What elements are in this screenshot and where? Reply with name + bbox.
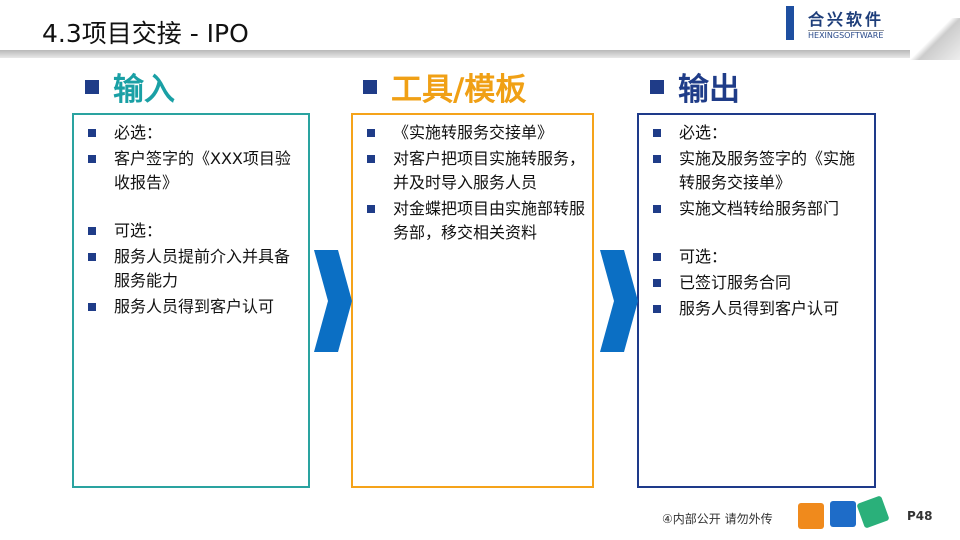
bullet-icon <box>653 305 661 313</box>
bullet-icon <box>88 155 96 163</box>
bullet-icon <box>653 155 661 163</box>
bullet-icon <box>653 253 661 261</box>
item-text: 《实施转服务交接单》 <box>393 123 554 142</box>
logo-en: HEXINGSOFTWARE <box>808 30 885 40</box>
arrow-icon <box>314 250 352 352</box>
list-item: 服务人员得到客户认可 <box>84 295 302 319</box>
item-text: 对客户把项目实施转服务，并及时导入服务人员 <box>393 149 586 192</box>
bullet-icon <box>88 253 96 261</box>
item-text: 服务人员提前介入并具备服务能力 <box>114 247 291 290</box>
list-item: 《实施转服务交接单》 <box>363 121 586 145</box>
column-heading: 输出 <box>650 64 740 109</box>
item-text: 实施及服务签字的《实施转服务交接单》 <box>679 149 856 192</box>
arrow-icon <box>600 250 638 352</box>
list-item: 对金蝶把项目由实施部转服务部，移交相关资料 <box>363 197 586 245</box>
column-box: 必选： 客户签字的《XXX项目验收报告》可选： 服务人员提前介入并具备服务能力服务人… <box>72 113 310 488</box>
list-item: 必选： <box>84 121 302 145</box>
heading-text: 输出 <box>678 72 740 108</box>
item-text: 可选： <box>114 221 163 240</box>
list-item: 对客户把项目实施转服务，并及时导入服务人员 <box>363 147 586 195</box>
bullet-square-icon <box>650 79 664 94</box>
item-text: 必选： <box>679 123 728 142</box>
item-text: 客户签字的《XXX项目验收报告》 <box>114 149 291 192</box>
column-heading: 输入 <box>85 64 175 109</box>
list-item: 可选： <box>84 219 302 243</box>
bullet-icon <box>367 205 375 213</box>
list-item: 实施文档转给服务部门 <box>649 197 868 221</box>
list-item: 必选： <box>649 121 868 145</box>
item-text: 必选： <box>114 123 163 142</box>
list-item: 客户签字的《XXX项目验收报告》 <box>84 147 302 195</box>
bullet-square-icon <box>363 79 377 94</box>
footer-note: ④内部公开 请勿外传 <box>662 512 773 526</box>
bullet-icon <box>367 155 375 163</box>
heading-text: 输入 <box>113 72 175 108</box>
list-item: 服务人员提前介入并具备服务能力 <box>84 245 302 293</box>
logo-cn: 合兴软件 <box>808 10 885 29</box>
list-item: 服务人员得到客户认可 <box>649 297 868 321</box>
bullet-icon <box>88 129 96 137</box>
bullet-icon <box>653 129 661 137</box>
logo-mark-icon <box>776 6 800 40</box>
item-text: 服务人员得到客户认可 <box>679 299 840 318</box>
page-curl <box>910 18 960 60</box>
item-text: 可选： <box>679 247 728 266</box>
slide-title: 4.3项目交接 - IPO <box>42 19 249 48</box>
page-number: P48 <box>907 509 933 523</box>
item-text: 已签订服务合同 <box>679 273 792 292</box>
bullet-icon <box>88 303 96 311</box>
item-text: 服务人员得到客户认可 <box>114 297 275 316</box>
column-heading: 工具/模板 <box>363 64 526 109</box>
item-text: 实施文档转给服务部门 <box>679 199 840 218</box>
item-text: 对金蝶把项目由实施部转服务部，移交相关资料 <box>393 199 586 242</box>
heading-text: 工具/模板 <box>391 72 527 108</box>
bullet-icon <box>653 205 661 213</box>
bullet-square-icon <box>85 79 99 94</box>
header-band <box>0 50 930 58</box>
list-item: 实施及服务签字的《实施转服务交接单》 <box>649 147 868 195</box>
column-box: 《实施转服务交接单》对客户把项目实施转服务，并及时导入服务人员对金蝶把项目由实施… <box>351 113 594 488</box>
bullet-icon <box>88 227 96 235</box>
bullet-icon <box>367 129 375 137</box>
list-item: 已签订服务合同 <box>649 271 868 295</box>
list-item: 可选： <box>649 245 868 269</box>
bullet-icon <box>653 279 661 287</box>
column-box: 必选： 实施及服务签字的《实施转服务交接单》实施文档转给服务部门可选： 已签订服务合… <box>637 113 876 488</box>
